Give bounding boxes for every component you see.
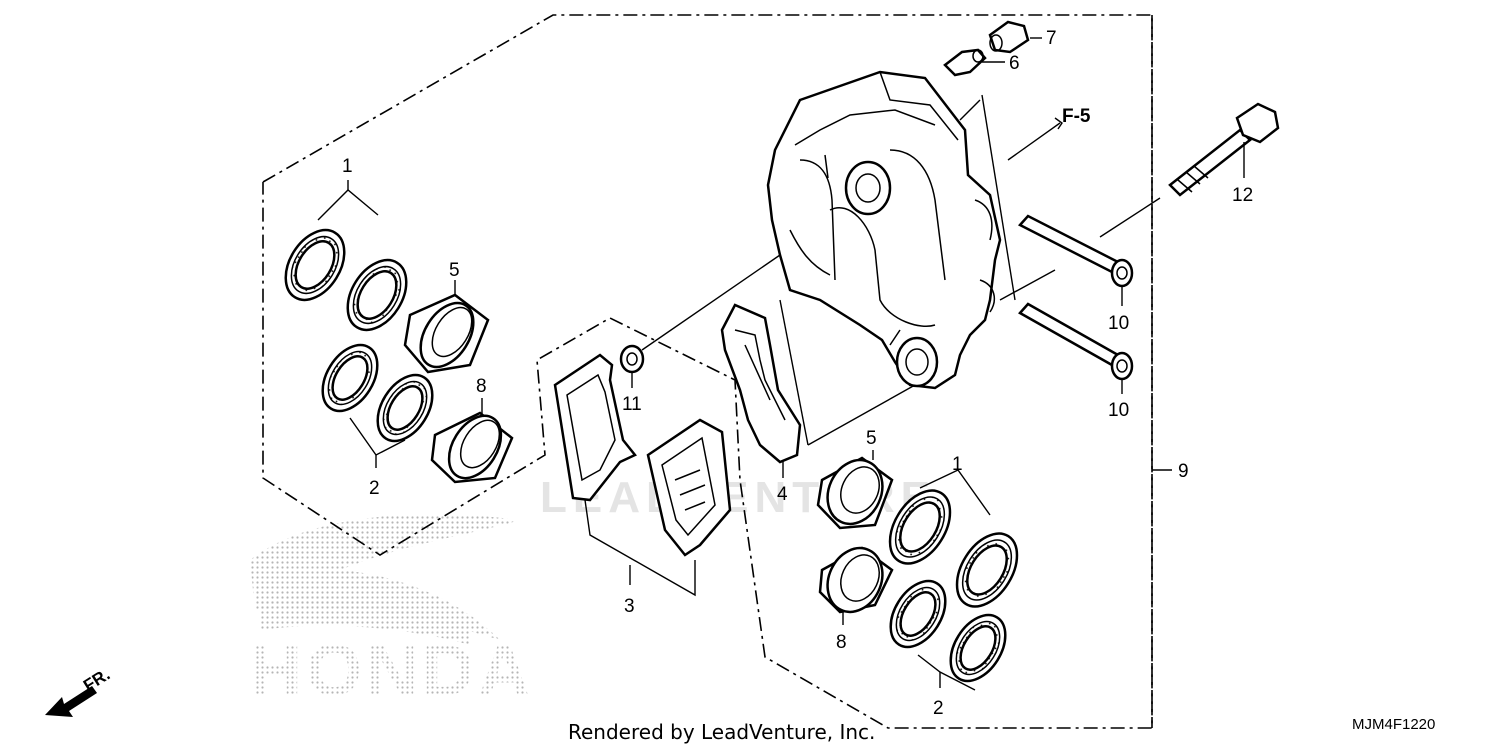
callout-2-right: 2 xyxy=(933,698,944,719)
callout-5-left: 5 xyxy=(449,260,460,281)
mounting-bolt-12 xyxy=(1168,102,1280,197)
callout-10-lower: 10 xyxy=(1108,400,1129,421)
callout-1-left: 1 xyxy=(342,156,353,177)
pad-pin-10-lower xyxy=(1018,302,1134,381)
callout-9: 9 xyxy=(1178,461,1189,482)
dust-seal-2-left xyxy=(321,343,434,443)
left-kit-outline xyxy=(262,14,1153,729)
caliper-body xyxy=(766,70,1002,390)
callout-5-right: 5 xyxy=(866,428,877,449)
ring-11 xyxy=(619,344,645,374)
callout-4: 4 xyxy=(777,484,788,505)
leader-lines xyxy=(317,37,1245,691)
footer-credit: Rendered by LeadVenture, Inc. xyxy=(568,720,875,744)
callout-10-upper: 10 xyxy=(1108,313,1129,334)
callout-1-right: 1 xyxy=(952,454,963,475)
callout-8-right: 8 xyxy=(836,632,847,653)
dust-seal-2-right xyxy=(889,579,1007,683)
callout-2-left: 2 xyxy=(369,478,380,499)
callout-11: 11 xyxy=(622,394,642,415)
callout-7: 7 xyxy=(1046,28,1057,49)
callout-12: 12 xyxy=(1232,185,1253,206)
bleeder-valve-6 xyxy=(943,48,987,77)
brake-pad-set-3 xyxy=(553,353,732,557)
reference-f5: F-5 xyxy=(1062,106,1091,127)
piston-seal-1-right xyxy=(888,489,1019,608)
callout-3: 3 xyxy=(624,596,635,617)
honda-wing-logo xyxy=(250,514,520,645)
pad-spring-4 xyxy=(720,303,802,464)
piston-8-left xyxy=(430,411,514,484)
bleeder-cap-7 xyxy=(988,20,1030,54)
front-direction-arrow: FR. xyxy=(45,665,113,717)
piston-seal-1-left xyxy=(284,228,408,332)
callout-8-left: 8 xyxy=(476,376,487,397)
piston-5-left xyxy=(403,293,490,374)
piston-8-right xyxy=(818,546,894,614)
diagram-code: MJM4F1220 xyxy=(1352,716,1435,733)
honda-wordmark: HONDA xyxy=(250,631,534,711)
callout-6: 6 xyxy=(1009,53,1020,74)
piston-5-right xyxy=(816,456,894,530)
pad-pin-10-upper xyxy=(1017,214,1134,288)
